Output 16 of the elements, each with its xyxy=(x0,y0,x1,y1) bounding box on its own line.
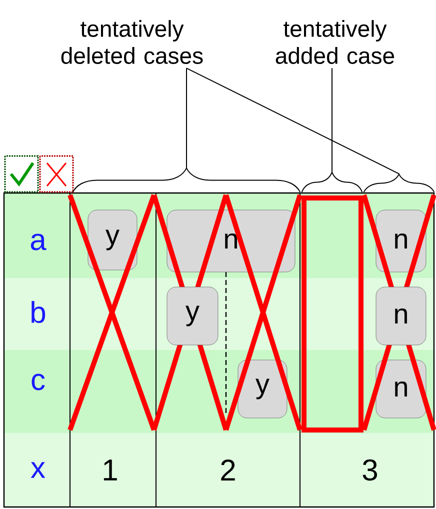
brace xyxy=(301,172,363,193)
brace xyxy=(363,174,435,193)
leader-line xyxy=(186,68,187,168)
case-number: 1 xyxy=(104,460,117,480)
case-number: 2 xyxy=(221,460,235,480)
value-pill: n xyxy=(376,286,426,346)
row-label: a xyxy=(30,234,46,250)
annotation-text: tentatively added case xyxy=(276,20,394,64)
brace xyxy=(72,168,301,193)
row-label: b xyxy=(32,300,46,324)
value-pill: y xyxy=(166,286,218,346)
annotation-text: tentatively deleted cases xyxy=(61,20,203,64)
leader-line xyxy=(186,68,400,174)
row-label: c xyxy=(32,374,45,390)
case-number: 3 xyxy=(362,459,378,481)
row-label: x xyxy=(30,462,46,478)
